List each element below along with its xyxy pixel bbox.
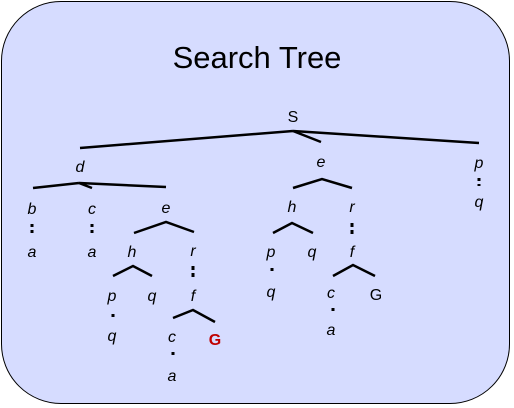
edge-f-c-G-2 xyxy=(332,263,376,278)
node-e-h-p-q: q xyxy=(267,284,276,301)
diagram-title: Search Tree xyxy=(172,40,342,75)
node-root: S xyxy=(288,109,299,126)
node-e-h: h xyxy=(288,199,297,216)
node-d-b-a: a xyxy=(28,244,37,261)
edge-d-b xyxy=(32,181,80,190)
node-p: p xyxy=(474,155,484,172)
node-d-e-h: h xyxy=(128,244,137,261)
edge-f-c-G xyxy=(172,308,216,324)
node-e-r-f-c-a: a xyxy=(327,322,336,339)
edge-d-e xyxy=(78,181,167,189)
node-d-e-r-f-c-a: a xyxy=(168,368,177,385)
node-d-e-r-f-c: c xyxy=(168,329,176,346)
node-e-r-f-G: G xyxy=(370,287,382,304)
node-d-e-h-p-q: q xyxy=(108,328,117,345)
edge-e-h-r-2 xyxy=(292,177,353,190)
edge-root-p xyxy=(292,129,480,145)
node-d-e: e xyxy=(162,200,171,217)
node-d-e-h-p: p xyxy=(107,288,117,305)
edge-e-h-r xyxy=(133,220,195,235)
node-e-r: r xyxy=(349,199,355,216)
node-d-c-a: a xyxy=(88,244,97,261)
node-e-h-p: p xyxy=(266,244,276,261)
node-e-h-q: q xyxy=(308,244,317,261)
node-e-r-f-c: c xyxy=(327,285,335,302)
node-p-q: q xyxy=(475,194,484,211)
edge-root-e xyxy=(292,129,322,144)
node-d-b: b xyxy=(28,201,37,218)
node-d-e-h-q: q xyxy=(148,288,157,305)
node-d-e-r-f: f xyxy=(191,288,197,305)
node-e-r-f: f xyxy=(350,244,356,261)
node-d-c: c xyxy=(88,201,96,218)
node-d: d xyxy=(76,159,86,176)
edge-root-d xyxy=(79,129,294,150)
node-d-e-r: r xyxy=(190,243,196,260)
edge-h-p-q xyxy=(112,264,153,278)
edge-h-p-q-2 xyxy=(272,221,314,235)
node-e: e xyxy=(317,154,326,171)
node-d-e-r-f-G: G xyxy=(209,332,221,349)
panel-background xyxy=(1,1,510,404)
